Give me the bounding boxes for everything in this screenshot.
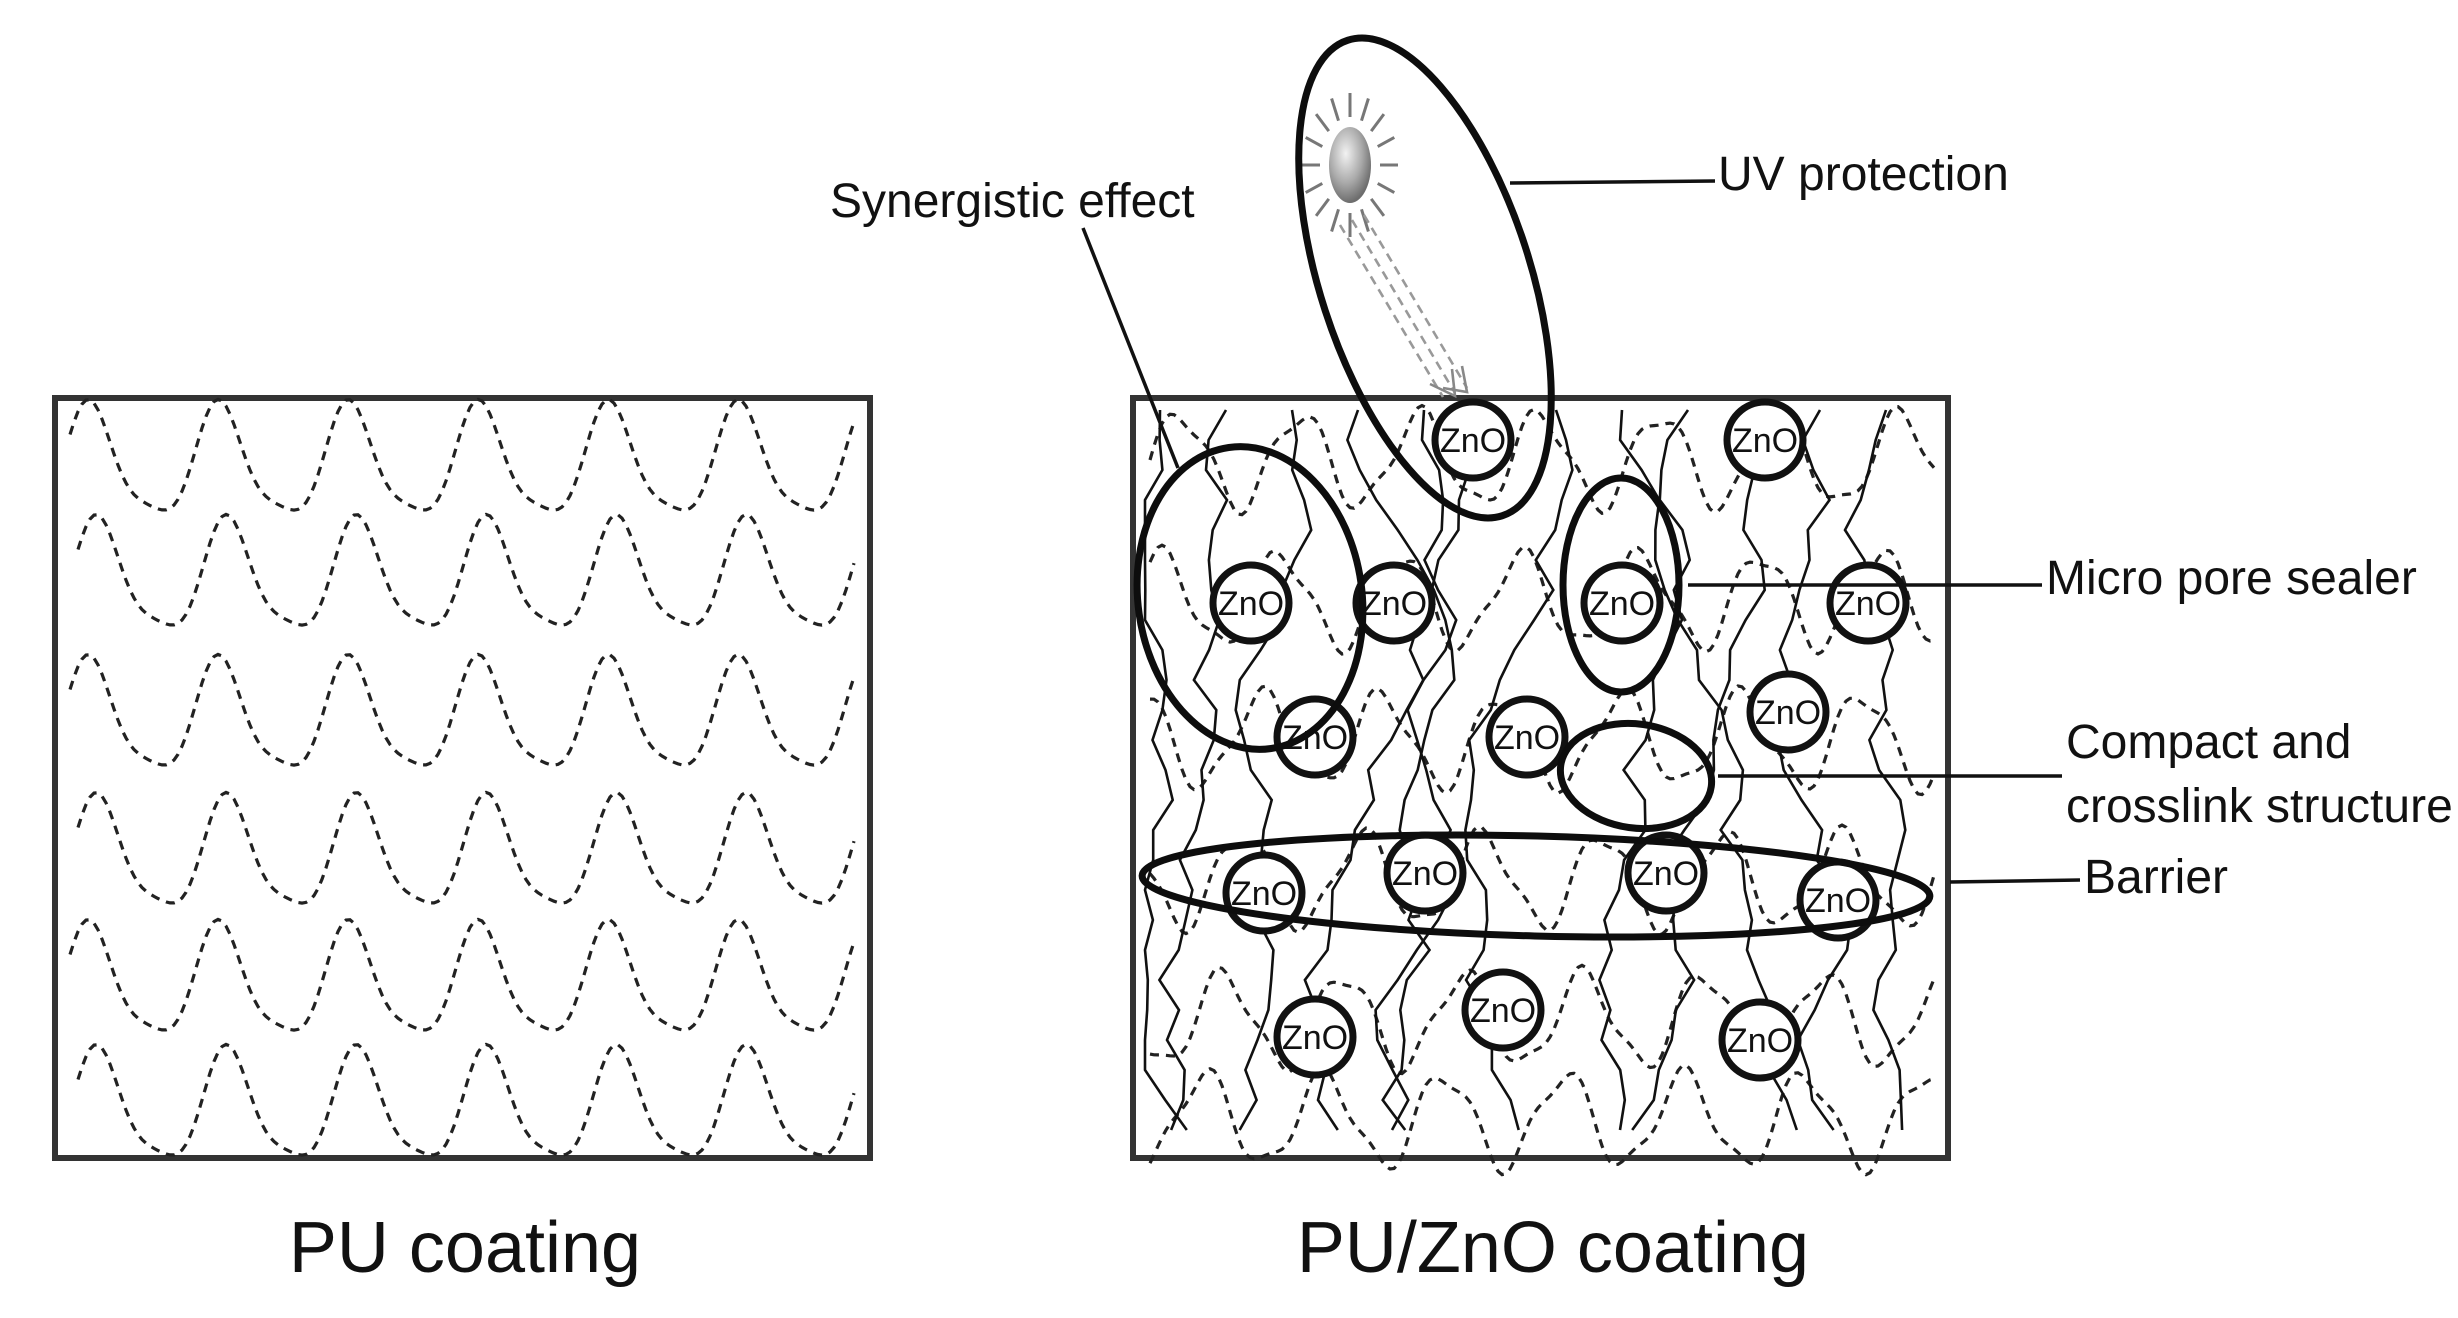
pu-zno-coating-frame (1130, 395, 1951, 1161)
pu-chain (76, 1042, 856, 1157)
pu-zno-coating-panel: ZnO ZnO ZnO ZnO ZnO ZnO ZnO ZnO ZnO ZnO ZnO ZnO ZnO Z… (1130, 395, 1951, 1288)
zno-particle-label: ZnO (1732, 422, 1798, 460)
zno-particle-label: ZnO (1727, 1022, 1793, 1060)
pu-chain (76, 790, 856, 905)
zno-particle: ZnO (1485, 695, 1569, 779)
zno-particle: ZnO (1796, 858, 1880, 942)
zno-particle: ZnO (1273, 995, 1357, 1079)
crosslink-chain (1234, 409, 1313, 1131)
pu-coating-caption: PU coating (289, 1208, 641, 1288)
crosslink-chain (1598, 409, 1692, 1131)
barrier-label: Barrier (2084, 851, 2228, 904)
barrier-ellipse (1138, 831, 1934, 941)
zno-particle: ZnO (1580, 561, 1664, 645)
crosslink-chain (1346, 409, 1456, 1131)
pu-chain (76, 512, 856, 627)
zno-particle-label: ZnO (1470, 992, 1536, 1030)
pu-chain (1148, 1063, 1935, 1177)
zno-particle: ZnO (1624, 831, 1708, 915)
zno-particle-label: ZnO (1218, 585, 1284, 623)
crosslink-chain (1843, 409, 1907, 1131)
compact-crosslink-label-line1: Compact and (2066, 716, 2352, 769)
zno-particle-label: ZnO (1755, 694, 1821, 732)
zno-particle: ZnO (1746, 670, 1830, 754)
uv-protection-leader (1509, 179, 1716, 185)
zno-particle-label: ZnO (1282, 1019, 1348, 1057)
pu-coating-frame (52, 395, 873, 1161)
synergistic-effect-label: Synergistic effect (830, 175, 1195, 228)
compact-crosslink-label-line2: crosslink structure (2066, 780, 2453, 833)
zno-particle-label: ZnO (1805, 882, 1871, 920)
zno-particle: ZnO (1718, 998, 1802, 1082)
crosslink-chain (1374, 409, 1458, 1131)
zno-particle-label: ZnO (1633, 855, 1699, 893)
pu-chain (1149, 963, 1936, 1077)
micro-pore-sealer-ellipse (1559, 474, 1683, 696)
micro-pore-sealer-label: Micro pore sealer (2046, 552, 2417, 605)
barrier-leader (1949, 878, 2081, 884)
uv-sun-icon (1302, 93, 1469, 399)
pu-zno-coating-caption: PU/ZnO coating (1297, 1208, 1809, 1288)
zno-particle: ZnO (1383, 831, 1467, 915)
pu-coating-panel: PU coating (52, 395, 873, 1288)
pu-chain (1148, 543, 1935, 656)
pu-chain (68, 917, 856, 1032)
zno-particle-label: ZnO (1361, 585, 1427, 623)
zno-particle: ZnO (1723, 398, 1807, 482)
synergistic-effect-ellipse (1133, 443, 1367, 753)
synergistic-effect-leader (1081, 227, 1180, 469)
zno-particles: ZnO ZnO ZnO ZnO ZnO ZnO ZnO ZnO ZnO ZnO ZnO ZnO ZnO Z… (1209, 398, 1910, 1082)
zno-particle: ZnO (1431, 398, 1515, 482)
pu-chain (68, 397, 856, 512)
zno-particle: ZnO (1826, 561, 1910, 645)
zno-particle: ZnO (1273, 695, 1357, 779)
zno-particle-label: ZnO (1231, 875, 1297, 913)
zno-particle-label: ZnO (1440, 422, 1506, 460)
crosslink-chain (1157, 409, 1229, 1131)
pu-chain (68, 652, 856, 767)
uv-protection-label: UV protection (1718, 148, 2009, 201)
pu-polymer-chains (68, 397, 856, 1157)
pu-dashed-chains (1148, 403, 1936, 1177)
zno-particle: ZnO (1352, 561, 1436, 645)
compact-crosslink-ellipse (1556, 719, 1716, 833)
zno-particle-label: ZnO (1589, 585, 1655, 623)
zno-particle: ZnO (1209, 561, 1293, 645)
uv-protection-ellipse (1295, 34, 1555, 522)
crosslink-chain (1631, 409, 1771, 1131)
crosslink-chain (1776, 409, 1853, 1131)
zno-particle-label: ZnO (1392, 855, 1458, 893)
zno-particle-label: ZnO (1835, 585, 1901, 623)
zno-particle: ZnO (1461, 968, 1545, 1052)
zno-particle-label: ZnO (1494, 719, 1560, 757)
